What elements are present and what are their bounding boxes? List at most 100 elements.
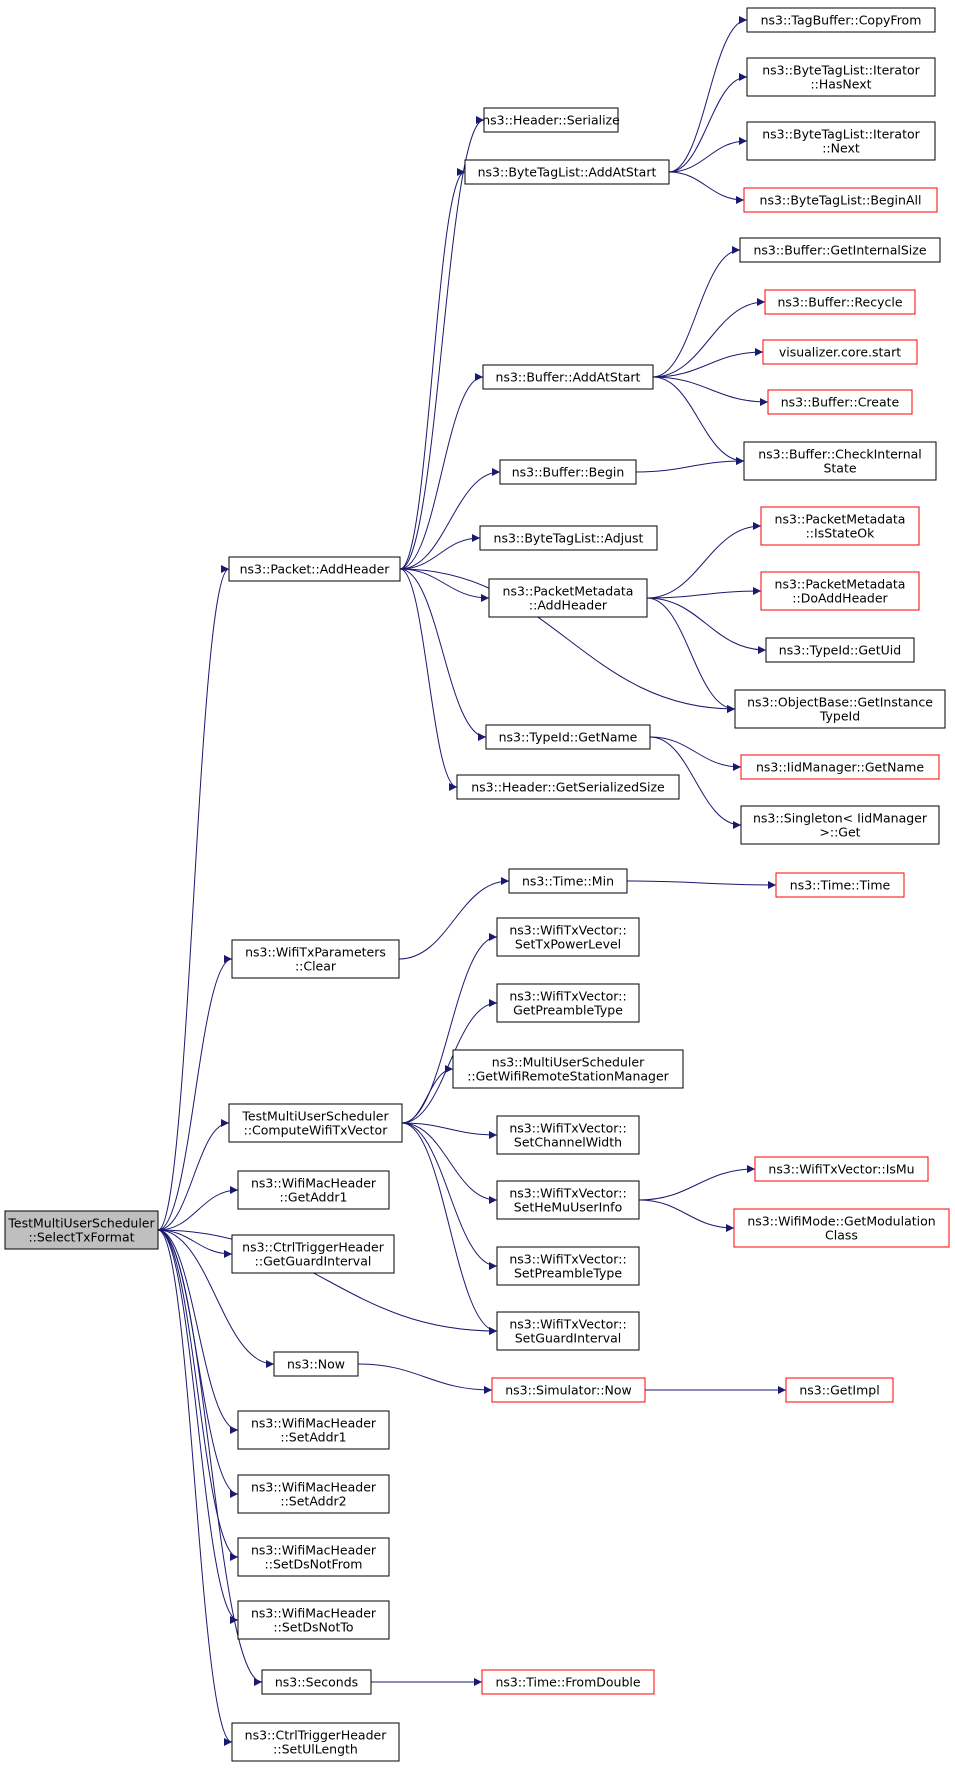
node-pmdoaddheader[interactable]: ns3::PacketMetadata::DoAddHeader: [760, 571, 920, 611]
node-typeidgetname[interactable]: ns3::TypeId::GetName: [485, 724, 651, 750]
edge-typeidgetname-to-iidgetname: [649, 736, 742, 771]
edge-bufaas-to-bufcreate: [652, 376, 769, 406]
node-label-typeidgetuid-0: ns3::TypeId::GetUid: [779, 643, 901, 658]
node-getpreamble[interactable]: ns3::WifiTxVector::GetPreambleType: [496, 983, 640, 1023]
node-bufgetinternal[interactable]: ns3::Buffer::GetInternalSize: [739, 237, 941, 263]
edge-addheader-to-bufbegin: [399, 468, 501, 570]
edge-root-to-setullength: [157, 1229, 233, 1746]
node-label-getpreamble-1: GetPreambleType: [513, 1003, 623, 1018]
node-setdsnotto[interactable]: ns3::WifiMacHeader::SetDsNotTo: [237, 1600, 390, 1640]
node-bufbegin[interactable]: ns3::Buffer::Begin: [499, 459, 637, 485]
node-box-setguard: [496, 1311, 640, 1351]
edge-pmaddheader-to-objbasegetinst: [646, 597, 736, 713]
node-label-computetxv-1: ::ComputeWifiTxVector: [244, 1123, 389, 1138]
node-setaddr2[interactable]: ns3::WifiMacHeader::SetAddr2: [237, 1474, 390, 1514]
node-label-bufaas-0: ns3::Buffer::AddAtStart: [496, 370, 641, 385]
node-btlnext[interactable]: ns3::ByteTagList::Iterator::Next: [746, 121, 936, 161]
node-box-setaddr1: [237, 1410, 390, 1450]
edge-bufaas-to-bufgetinternal: [652, 246, 741, 378]
node-singletonget[interactable]: ns3::Singleton< IidManager>::Get: [740, 805, 940, 845]
edge-wtxparamclear-to-timemin: [398, 877, 510, 960]
node-label-addheader-0: ns3::Packet::AddHeader: [240, 562, 391, 577]
node-ismu[interactable]: ns3::WifiTxVector::IsMu: [754, 1156, 929, 1182]
node-seconds[interactable]: ns3::Seconds: [261, 1669, 372, 1695]
node-setguard[interactable]: ns3::WifiTxVector::SetGuardInterval: [496, 1311, 640, 1351]
node-settxpower[interactable]: ns3::WifiTxVector::SetTxPowerLevel: [496, 917, 640, 957]
node-label-setullength-0: ns3::CtrlTriggerHeader: [245, 1728, 388, 1743]
node-box-btladjust: [479, 525, 658, 551]
node-getguard[interactable]: ns3::CtrlTriggerHeader::GetGuardInterval: [231, 1234, 395, 1274]
node-label-getimpl-0: ns3::GetImpl: [799, 1383, 879, 1398]
node-label-setpreamble-1: SetPreambleType: [514, 1266, 622, 1281]
node-label-setpreamble-0: ns3::WifiTxVector::: [509, 1252, 626, 1267]
node-btladjust[interactable]: ns3::ByteTagList::Adjust: [479, 525, 658, 551]
edge-addheader-to-hdrgetsersize: [399, 568, 458, 791]
node-setchanwidth[interactable]: ns3::WifiTxVector::SetChannelWidth: [496, 1115, 640, 1155]
node-pmisstateok[interactable]: ns3::PacketMetadata::IsStateOk: [760, 506, 920, 546]
node-setpreamble[interactable]: ns3::WifiTxVector::SetPreambleType: [496, 1246, 640, 1286]
node-box-singletonget: [740, 805, 940, 845]
node-label-sethemuuser-0: ns3::WifiTxVector::: [509, 1186, 626, 1201]
edge-btlaas-to-btlnext: [668, 137, 748, 173]
node-now[interactable]: ns3::Now: [273, 1351, 359, 1377]
node-root[interactable]: TestMultiUserScheduler::SelectTxFormat: [4, 1210, 159, 1250]
node-getaddr1[interactable]: ns3::WifiMacHeader::GetAddr1: [237, 1170, 390, 1210]
edge-typeidgetname-to-singletonget: [649, 736, 742, 829]
node-hdrgetsersize[interactable]: ns3::Header::GetSerializedSize: [456, 774, 680, 800]
node-getwifirsm[interactable]: ns3::MultiUserScheduler::GetWifiRemoteSt…: [452, 1049, 684, 1089]
node-box-bufbegin: [499, 459, 637, 485]
node-tagbufcopy[interactable]: ns3::TagBuffer::CopyFrom: [746, 7, 936, 33]
edge-bufbegin-to-bufcheckinternal: [635, 457, 745, 473]
edge-computetxv-to-sethemuuser: [401, 1122, 498, 1204]
node-setullength[interactable]: ns3::CtrlTriggerHeader::SetUlLength: [231, 1722, 400, 1762]
node-setdsnotfrom[interactable]: ns3::WifiMacHeader::SetDsNotFrom: [237, 1537, 390, 1577]
node-box-bufrecycle: [764, 289, 916, 315]
node-timemin[interactable]: ns3::Time::Min: [508, 868, 628, 894]
node-fromdouble[interactable]: ns3::Time::FromDouble: [481, 1669, 655, 1695]
node-label-setchanwidth-1: SetChannelWidth: [514, 1135, 622, 1150]
node-hdrserialize[interactable]: ns3::Header::Serialize: [482, 107, 620, 133]
node-label-bufcheckinternal-1: State: [823, 461, 856, 476]
node-setaddr1[interactable]: ns3::WifiMacHeader::SetAddr1: [237, 1410, 390, 1450]
edge-root-to-getaddr1: [157, 1186, 239, 1231]
edge-root-to-setaddr1: [157, 1229, 239, 1434]
node-box-timemin: [508, 868, 628, 894]
node-typeidgetuid[interactable]: ns3::TypeId::GetUid: [765, 637, 915, 663]
node-bufaas[interactable]: ns3::Buffer::AddAtStart: [482, 364, 654, 390]
node-btlbeginall[interactable]: ns3::ByteTagList::BeginAll: [743, 187, 938, 213]
node-label-root-0: TestMultiUserScheduler: [7, 1216, 155, 1231]
node-box-ismu: [754, 1156, 929, 1182]
node-label-pmdoaddheader-0: ns3::PacketMetadata: [775, 577, 906, 592]
node-label-getpreamble-0: ns3::WifiTxVector::: [509, 989, 626, 1004]
node-pmaddheader[interactable]: ns3::PacketMetadata::AddHeader: [488, 578, 648, 618]
edge-addheader-to-pmaddheader: [399, 568, 490, 602]
node-getimpl[interactable]: ns3::GetImpl: [785, 1377, 894, 1403]
node-btlaas[interactable]: ns3::ByteTagList::AddAtStart: [464, 159, 670, 185]
node-viscorestart[interactable]: visualizer.core.start: [762, 339, 918, 365]
nodes-layer: TestMultiUserScheduler::SelectTxFormatns…: [4, 7, 950, 1762]
node-iidgetname[interactable]: ns3::IidManager::GetName: [740, 754, 940, 780]
node-label-timemin-0: ns3::Time::Min: [522, 874, 614, 889]
node-box-pmdoaddheader: [760, 571, 920, 611]
node-box-tagbufcopy: [746, 7, 936, 33]
edge-computetxv-to-getwifirsm: [401, 1065, 454, 1124]
node-timetime[interactable]: ns3::Time::Time: [775, 872, 905, 898]
edge-root-to-addheader: [157, 565, 230, 1231]
node-bufcreate[interactable]: ns3::Buffer::Create: [767, 389, 913, 415]
node-sethemuuser[interactable]: ns3::WifiTxVector::SetHeMuUserInfo: [496, 1180, 640, 1220]
node-label-seconds-0: ns3::Seconds: [275, 1675, 358, 1690]
node-label-simnow-0: ns3::Simulator::Now: [505, 1383, 632, 1398]
node-btlhasnext[interactable]: ns3::ByteTagList::Iterator::HasNext: [746, 57, 936, 97]
node-bufrecycle[interactable]: ns3::Buffer::Recycle: [764, 289, 916, 315]
node-wtxparamclear[interactable]: ns3::WifiTxParameters::Clear: [231, 939, 400, 979]
node-label-getguard-0: ns3::CtrlTriggerHeader: [242, 1240, 385, 1255]
edge-root-to-now: [157, 1229, 275, 1368]
node-simnow[interactable]: ns3::Simulator::Now: [491, 1377, 646, 1403]
node-label-pmisstateok-0: ns3::PacketMetadata: [775, 512, 906, 527]
edge-btlaas-to-btlhasnext: [668, 73, 748, 173]
node-addheader[interactable]: ns3::Packet::AddHeader: [228, 556, 401, 582]
node-computetxv[interactable]: TestMultiUserScheduler::ComputeWifiTxVec…: [228, 1103, 403, 1143]
